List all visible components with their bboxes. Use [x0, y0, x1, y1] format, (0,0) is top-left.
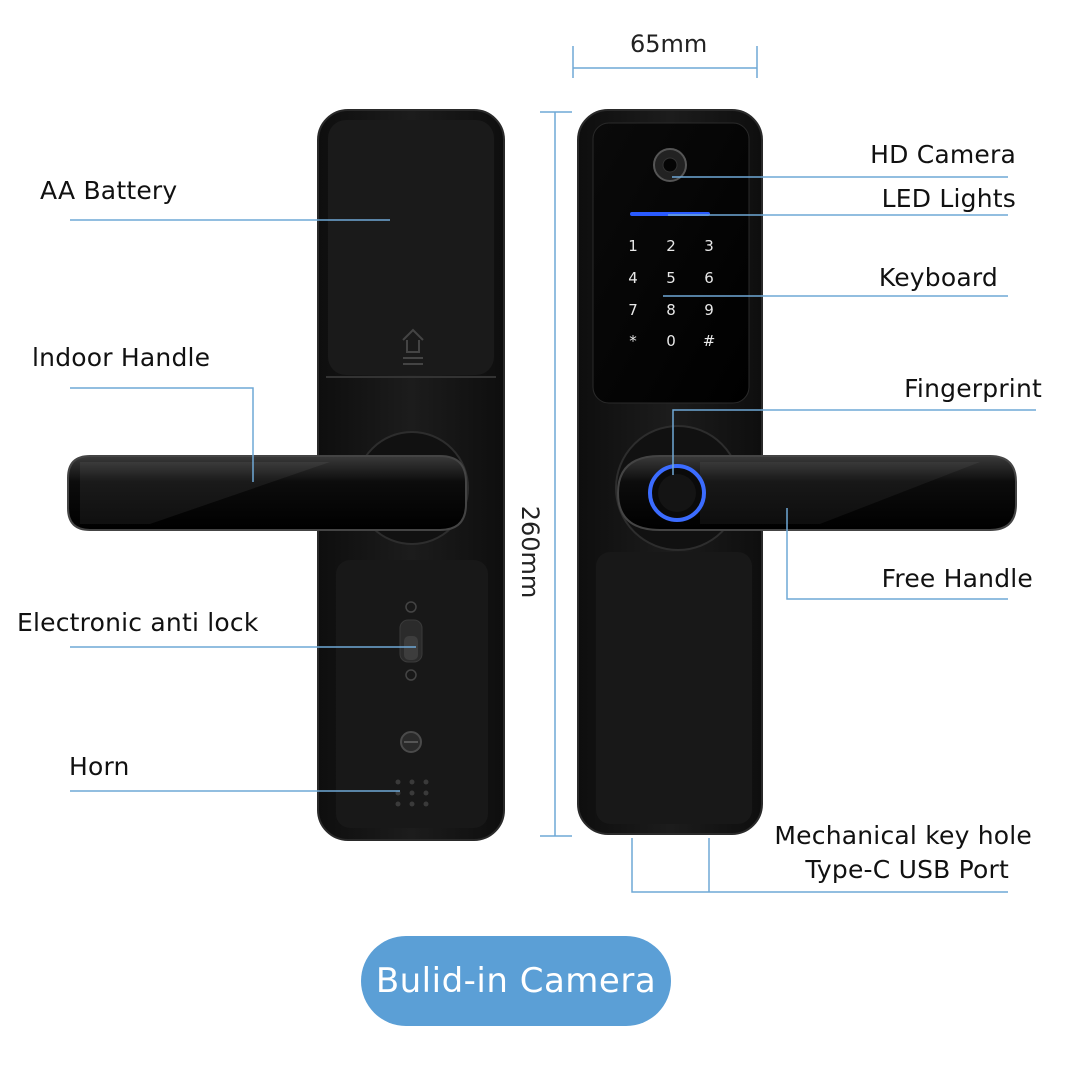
keypad-key: 3: [704, 237, 714, 255]
keypad-key: 8: [666, 301, 676, 319]
keypad-key: 9: [704, 301, 714, 319]
label-free-handle: Free Handle: [881, 564, 1033, 593]
label-led-lights: LED Lights: [881, 184, 1016, 213]
label-fingerprint: Fingerprint: [904, 374, 1042, 403]
label-horn: Horn: [69, 752, 130, 781]
width-dimension-line: [572, 46, 758, 78]
label-indoor-handle: lndoor Handle: [32, 343, 211, 372]
fingerprint-sensor-icon: [648, 464, 706, 522]
label-mechanical-key-hole: Mechanical key hole: [774, 821, 1032, 850]
height-dimension-line: [540, 111, 572, 837]
keypad-key: 7: [628, 301, 638, 319]
leader-free-handle: [786, 508, 1008, 600]
label-keyboard: Keyboard: [878, 263, 998, 292]
indoor-lever-handle: [67, 455, 467, 531]
keypad-key: 2: [666, 237, 676, 255]
leader-keyhole-usb: [631, 838, 1008, 893]
label-aa-battery: AA Battery: [40, 176, 178, 205]
label-type-c-usb-port: Type-C USB Port: [805, 855, 1009, 884]
height-dimension-label: 260mm: [516, 505, 544, 599]
leader-indoor-handle: [70, 387, 254, 482]
speaker-grille-icon: [395, 779, 429, 807]
keypad-key: 6: [704, 269, 714, 287]
keypad: 1 2 3 4 5 6 7 8 9 * 0 #: [628, 237, 715, 350]
camera-icon: [653, 148, 687, 182]
label-hd-camera: HD Camera: [870, 140, 1016, 169]
leader-lines: [70, 176, 1036, 893]
leader-fingerprint: [672, 409, 1036, 475]
keypad-key: 0: [666, 332, 676, 350]
keypad-key: 5: [666, 269, 676, 287]
free-lever-handle: [616, 455, 1017, 531]
keypad-key: 4: [628, 269, 638, 287]
keypad-key: 1: [628, 237, 638, 255]
keypad-key: #: [703, 332, 716, 350]
keypad-key: *: [629, 332, 637, 350]
label-electronic-anti-lock: Electronic anti lock: [17, 608, 259, 637]
width-dimension-label: 65mm: [630, 30, 708, 58]
up-arrow-icon: [402, 328, 424, 365]
built-in-camera-badge: Bulid-in Camera: [361, 936, 671, 1026]
